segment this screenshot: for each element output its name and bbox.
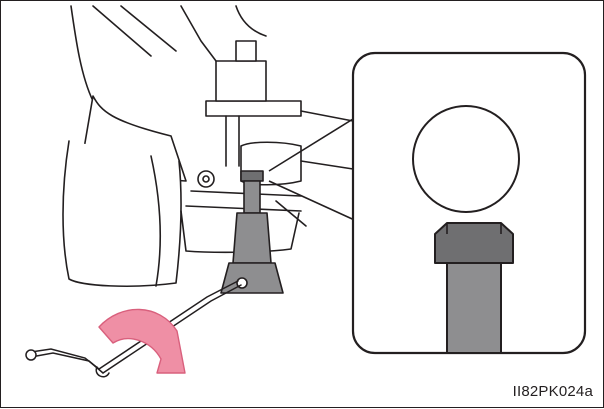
jack-saddle: [241, 171, 263, 181]
scissor-jack: [221, 171, 283, 293]
jack-body: [233, 213, 271, 263]
jack-base: [221, 263, 283, 293]
rotation-arrow-icon: [99, 309, 185, 373]
jack-screw-upper: [244, 181, 260, 213]
figure-code: II82PK024a: [513, 383, 593, 400]
tire: [63, 141, 181, 286]
handle-end-knob: [26, 350, 36, 360]
enlarged-screw: [447, 263, 501, 353]
jack-point-ball: [413, 106, 519, 212]
zoom-callout: [353, 53, 585, 353]
